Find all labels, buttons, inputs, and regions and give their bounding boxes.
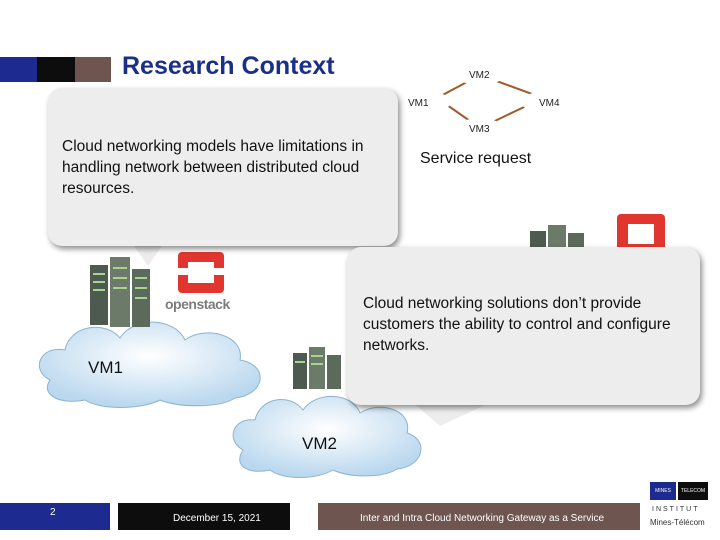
topology-vm3-label: VM3 (469, 124, 490, 135)
topology-vm1-label: VM1 (408, 98, 429, 109)
logo-institut: INSTITUT (652, 506, 700, 513)
cloud-left-label: VM1 (88, 358, 123, 377)
vm2-node (456, 65, 504, 85)
topology-vm4-label: VM4 (539, 98, 560, 109)
vm1-node (407, 92, 451, 112)
vm4-node (521, 92, 565, 112)
openstack-logo-right-icon (617, 214, 665, 252)
header-block-brown (75, 57, 111, 82)
slide-title: Research Context (122, 52, 335, 80)
callout-left-text: Cloud networking models have limitations… (62, 138, 364, 197)
server-racks-left (90, 257, 150, 327)
institution-logo: MINES TELECOM INSTITUT Mines-Télécom (650, 482, 708, 532)
logo-mines: MINES (650, 482, 676, 500)
service-request-label: Service request (420, 150, 532, 167)
logo-mines-telecom: Mines-Télécom (650, 518, 705, 527)
logo-telecom: TELECOM (678, 482, 708, 500)
topology-vm2-label: VM2 (469, 70, 490, 81)
header-block-black (37, 57, 75, 82)
vm-topology-diagram (407, 65, 565, 138)
cloud-bottom-label: VM2 (302, 434, 337, 453)
callout-left: Cloud networking models have limitations… (48, 88, 398, 246)
cloud-left (38, 321, 261, 408)
footer-title-block: Inter and Intra Cloud Networking Gateway… (318, 503, 640, 530)
page-number: 2 (50, 507, 56, 518)
callout-right-pointer (410, 400, 496, 426)
footer-date: December 15, 2021 (173, 513, 261, 524)
callout-right: Cloud networking solutions don’t provide… (347, 247, 700, 405)
callout-right-text: Cloud networking solutions don’t provide… (363, 295, 671, 354)
openstack-logo-icon (178, 252, 224, 293)
cloud-bottom (232, 396, 422, 478)
header-block-blue (0, 57, 37, 82)
footer-date-block: December 15, 2021 (118, 503, 290, 530)
vm3-node (458, 118, 502, 138)
server-racks-bottom (293, 347, 341, 389)
footer-page-block: 2 (0, 503, 110, 530)
openstack-logo-text: openstack (165, 296, 230, 312)
callout-left-pointer (130, 240, 166, 266)
footer-presentation-title: Inter and Intra Cloud Networking Gateway… (360, 513, 605, 524)
